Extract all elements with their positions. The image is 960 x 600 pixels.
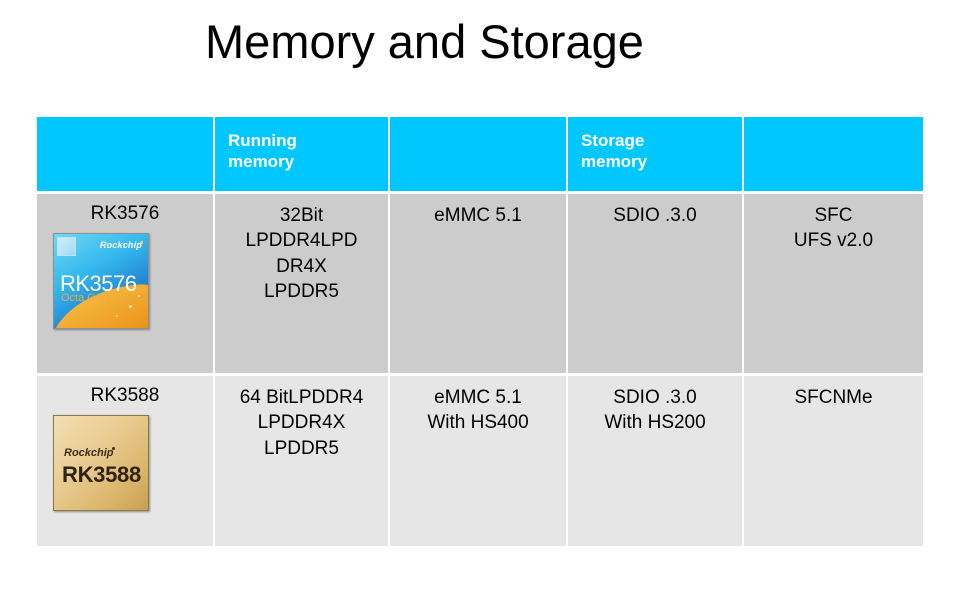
- chip-model-label: RK3588: [62, 461, 141, 487]
- other-line1: SFCNMe: [794, 387, 873, 408]
- column-header-other: [744, 117, 923, 194]
- cell-running-memory-rk3588: 64 BitLPDDR4 LPDDR4X LPDDR5: [215, 376, 390, 546]
- rockchip-logo-icon: Rockchip: [100, 240, 143, 252]
- emmc-line1: eMMC 5.1: [434, 205, 522, 226]
- column-header-running-memory-line1: Running: [228, 131, 297, 150]
- column-header-storage-memory-line2: memory: [581, 151, 648, 171]
- running-memory-line4: LPDDR5: [264, 280, 339, 302]
- chip-spark-icon: [116, 314, 118, 317]
- chip-name-rk3588: RK3588: [90, 385, 160, 406]
- cell-other-rk3576: SFC UFS v2.0: [744, 194, 923, 376]
- rockchip-logo-text: Rockchip: [99, 239, 142, 250]
- table-row: RK3576 Rockchip RK3576 Octa Core 32Bit L…: [37, 194, 923, 376]
- cell-emmc-rk3588: eMMC 5.1 With HS400: [390, 376, 568, 546]
- chip-name-rk3576: RK3576: [90, 203, 160, 224]
- cell-emmc-rk3576: eMMC 5.1: [390, 194, 568, 376]
- sdio-line1: SDIO .3.0: [613, 205, 697, 226]
- sdio-line2: With HS200: [604, 412, 706, 434]
- cell-other-rk3588: SFCNMe: [744, 376, 923, 546]
- column-header-running-memory-line2: memory: [228, 151, 295, 171]
- chip-model-label: RK3576: [60, 270, 137, 296]
- table-row: RK3588 Rockchip RK3588 64 BitLPDDR4 LPDD…: [37, 376, 923, 546]
- rockchip-logo-dot-icon: [140, 240, 143, 244]
- cell-sdio-rk3588: SDIO .3.0 With HS200: [568, 376, 744, 546]
- memory-storage-table: Running memory Storage memory RK3576: [37, 117, 923, 546]
- chip-corner-notch-icon: [57, 236, 76, 256]
- cell-sdio-rk3576: SDIO .3.0: [568, 194, 744, 376]
- running-memory-line2: LPDDR4X: [257, 412, 346, 434]
- page-title: Memory and Storage: [205, 15, 644, 68]
- rk3576-chip-icon: Rockchip RK3576 Octa Core: [53, 232, 149, 329]
- column-header-running-memory: Running memory: [215, 117, 390, 194]
- chip-spark-icon: [138, 294, 140, 297]
- chip-spark-icon: [129, 304, 132, 308]
- running-memory-line2: LPDDR4LPD: [245, 230, 358, 252]
- sdio-line1: SDIO .3.0: [613, 387, 697, 408]
- cell-running-memory-rk3576: 32Bit LPDDR4LPD DR4X LPDDR5: [215, 194, 390, 376]
- rk3588-chip-icon: Rockchip RK3588: [53, 414, 149, 511]
- column-header-emmc: [390, 117, 568, 194]
- running-memory-line3: DR4X: [276, 255, 327, 277]
- table-header-row: Running memory Storage memory: [37, 117, 923, 194]
- rockchip-logo-icon: Rockchip: [64, 446, 115, 461]
- emmc-line1: eMMC 5.1: [434, 387, 522, 408]
- cell-chip-rk3576: RK3576 Rockchip RK3576 Octa Core: [37, 194, 215, 376]
- running-memory-line1: 64 BitLPDDR4: [239, 387, 364, 408]
- chip-subtitle-label: Octa Core: [61, 291, 112, 304]
- rockchip-logo-text: Rockchip: [64, 446, 114, 459]
- cell-chip-rk3588: RK3588 Rockchip RK3588: [37, 376, 215, 546]
- column-header-storage-memory-line1: Storage: [581, 131, 645, 150]
- emmc-line2: With HS400: [427, 412, 529, 434]
- running-memory-line3: LPDDR5: [264, 437, 339, 459]
- column-header-storage-memory: Storage memory: [568, 117, 744, 194]
- other-line2: UFS v2.0: [793, 230, 874, 252]
- rockchip-logo-dot-icon: [111, 446, 115, 450]
- running-memory-line1: 32Bit: [279, 205, 324, 226]
- column-header-chip: [37, 117, 215, 194]
- other-line1: SFC: [814, 205, 853, 226]
